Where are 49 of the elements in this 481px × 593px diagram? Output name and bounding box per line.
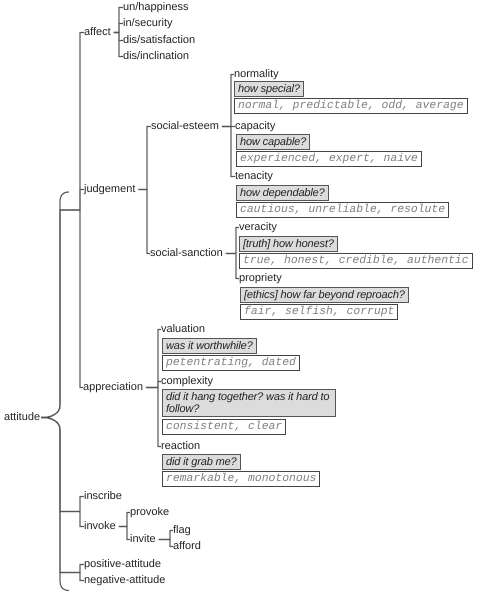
option-label: invite: [130, 533, 156, 546]
question-box: [ethics] how far beyond reproach?: [240, 287, 409, 303]
connector-line: [222, 126, 235, 178]
option-label: un/happiness: [123, 1, 188, 14]
connector-line: [226, 252, 239, 280]
option-label: provoke: [130, 506, 170, 519]
example-box: consistent, clear: [162, 419, 286, 435]
option-label: capacity: [235, 120, 276, 133]
example-box: cautious, unreliable, resolute: [236, 202, 450, 218]
option-label: reaction: [161, 440, 200, 453]
question-box: was it worthwhile?: [162, 338, 257, 354]
option-label: normality: [234, 68, 279, 81]
connector-line: [114, 32, 123, 58]
connector-line: [138, 188, 150, 254]
option-label: complexity: [161, 375, 213, 388]
option-label: social-sanction: [150, 247, 223, 260]
option-label: flag: [173, 524, 191, 537]
option-label: negative-attitude: [84, 574, 166, 587]
option-label: dis/inclination: [123, 50, 190, 63]
example-box: experienced, expert, naive: [236, 151, 422, 167]
option-label: valuation: [161, 323, 206, 336]
question-box: did it hang together? was it hard to follow?: [162, 389, 336, 417]
option-label: tenacity: [235, 170, 273, 183]
option-label: invoke: [84, 520, 116, 533]
question-box: did it grab me?: [162, 454, 241, 470]
question-box: how dependable?: [236, 185, 329, 201]
example-box: normal, predictable, odd, average: [234, 98, 468, 114]
example-box: petentrating, dated: [162, 355, 300, 371]
option-label: dis/satisfaction: [123, 34, 196, 47]
option-label: appreciation: [83, 381, 143, 394]
question-box: how capable?: [236, 134, 310, 150]
connector-line: [146, 386, 161, 448]
connector-line: [158, 538, 173, 548]
example-box: fair, selfish, corrupt: [240, 304, 398, 320]
option-label: afford: [173, 540, 201, 553]
option-label: judgement: [84, 183, 136, 196]
option-label: social-esteem: [151, 120, 219, 133]
option-label: propriety: [239, 272, 282, 285]
option-label: positive-attitude: [84, 558, 162, 571]
connector-line: [118, 526, 130, 540]
example-box: remarkable, monotonous: [162, 471, 320, 487]
option-label: affect: [84, 26, 111, 39]
example-box: true, honest, credible, authentic: [239, 253, 473, 269]
option-label: inscribe: [84, 490, 122, 503]
question-box: how special?: [234, 81, 304, 97]
option-label: veracity: [239, 221, 277, 234]
option-label: in/security: [123, 17, 173, 30]
question-box: [truth] how honest?: [239, 236, 338, 252]
option-label: attitude: [4, 411, 40, 424]
